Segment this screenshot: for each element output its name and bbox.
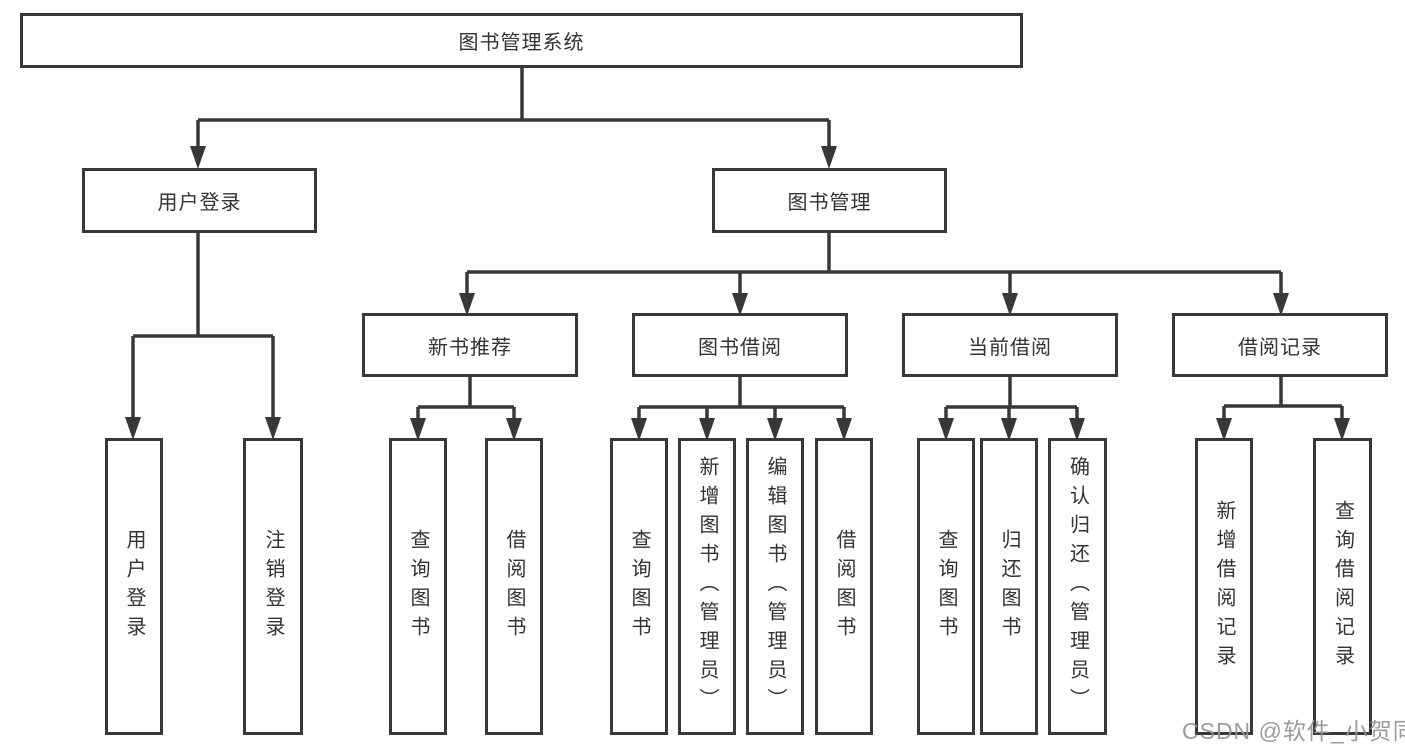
leaf-borrow-query-books: 查询图书 [610, 438, 668, 735]
arrowheads [125, 146, 1350, 441]
leaf-records-query-record-label: 查询借阅记录 [1331, 499, 1354, 674]
node-book-management-label: 图书管理 [787, 192, 872, 214]
leaf-logout: 注销登录 [243, 438, 303, 735]
leaf-borrow-add-books-admin: 新增图书（管理员） [678, 438, 736, 735]
leaf-borrow-query-books-label: 查询图书 [628, 528, 650, 645]
csdn-watermark: CSDN @软件_小贺同学 [1182, 718, 1405, 744]
leaf-recommend-borrow-books-label: 借阅图书 [503, 528, 525, 645]
node-user-login-label: 用户登录 [157, 192, 242, 214]
leaf-current-confirm-return-admin: 确认归还（管理员） [1048, 438, 1107, 735]
leaf-current-return-books-label: 归还图书 [998, 528, 1020, 645]
leaf-borrow-add-books-admin-label: 新增图书（管理员） [696, 456, 718, 717]
leaf-user-login: 用户登录 [105, 438, 163, 735]
leaf-borrow-borrow-books-label: 借阅图书 [833, 528, 855, 645]
leaf-recommend-query-books: 查询图书 [389, 438, 447, 735]
leaf-current-query-books: 查询图书 [917, 438, 975, 735]
node-current-borrow-label: 当前借阅 [968, 336, 1052, 359]
leaf-borrow-edit-books-admin-label: 编辑图书（管理员） [764, 456, 786, 717]
node-root: 图书管理系统 [20, 13, 1023, 68]
leaf-logout-label: 注销登录 [262, 528, 284, 645]
node-current-borrow: 当前借阅 [902, 313, 1118, 377]
leaf-recommend-query-books-label: 查询图书 [407, 528, 429, 645]
leaf-borrow-edit-books-admin: 编辑图书（管理员） [746, 438, 804, 735]
leaf-records-add-record-label: 新增借阅记录 [1213, 499, 1235, 674]
node-new-book-recommend-label: 新书推荐 [428, 336, 512, 359]
leaf-current-query-books-label: 查询图书 [935, 528, 957, 645]
node-book-borrow: 图书借阅 [632, 313, 848, 377]
node-borrow-records: 借阅记录 [1172, 313, 1388, 377]
node-user-login: 用户登录 [82, 168, 317, 233]
node-book-management: 图书管理 [712, 168, 947, 233]
leaf-current-confirm-return-admin-label: 确认归还（管理员） [1066, 456, 1089, 717]
node-book-borrow-label: 图书借阅 [698, 336, 782, 359]
node-borrow-records-label: 借阅记录 [1238, 336, 1322, 359]
node-root-label: 图书管理系统 [458, 32, 585, 54]
leaf-current-return-books: 归还图书 [980, 438, 1038, 735]
leaf-records-add-record: 新增借阅记录 [1195, 438, 1253, 735]
leaf-borrow-borrow-books: 借阅图书 [815, 438, 873, 735]
leaf-recommend-borrow-books: 借阅图书 [485, 438, 543, 735]
node-new-book-recommend: 新书推荐 [362, 313, 578, 377]
leaf-records-query-record: 查询借阅记录 [1313, 438, 1372, 735]
leaf-user-login-label: 用户登录 [123, 528, 145, 645]
